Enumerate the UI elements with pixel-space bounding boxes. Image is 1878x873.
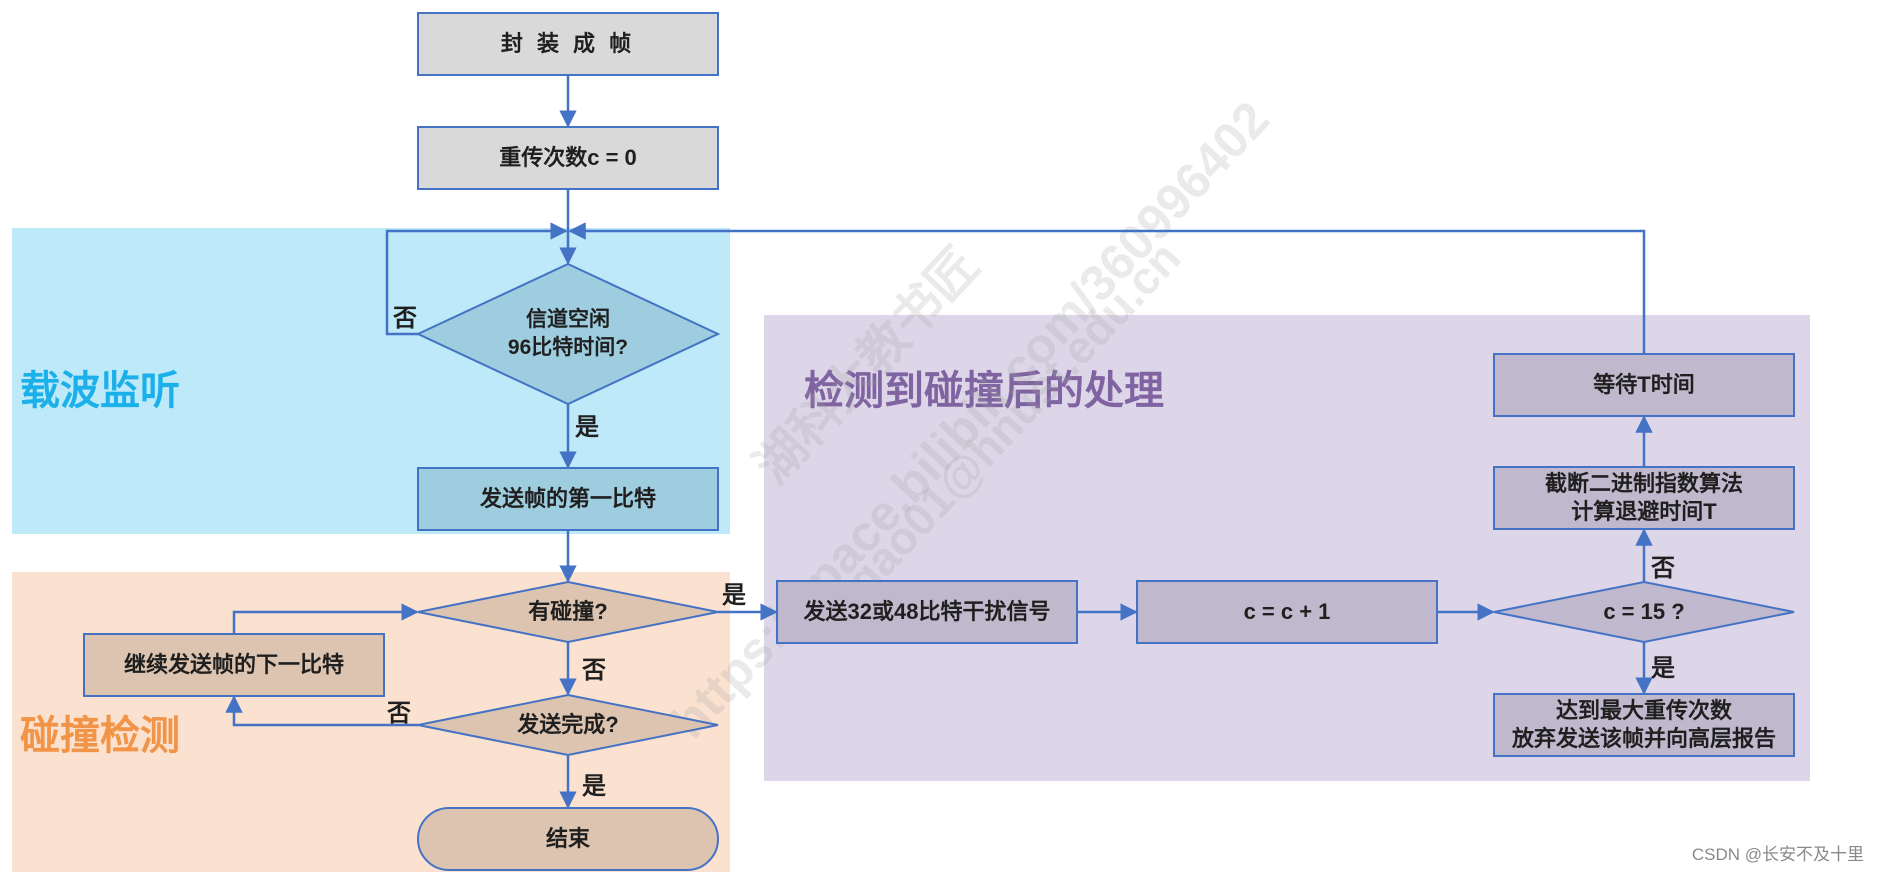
jam-signal-label: 发送32或48比特干扰信号: [803, 599, 1051, 624]
encapsulate-label: 封 装 成 帧: [500, 31, 636, 56]
edge-label-max-no: 否: [1651, 555, 1675, 582]
edge-label-max-yes: 是: [1651, 655, 1675, 682]
encapsulate-box: [417, 12, 719, 76]
backoff-calc-line-1: 截断二进制指数算法: [1544, 471, 1743, 496]
jam-signal-node: 发送32或48比特干扰信号: [777, 581, 1077, 643]
increment-label: c = c + 1: [1243, 599, 1331, 624]
arrow-done-no: [225, 695, 418, 727]
edge-label-collision-no: 否: [582, 657, 606, 684]
post-collision-title: 检测到碰撞后的处理: [804, 369, 1164, 413]
continue-send-box: [83, 633, 385, 697]
arrow-wait-back-to-idle: [568, 222, 1646, 354]
end-label: 结束: [545, 826, 590, 851]
max-check-node: c = 15 ?: [1494, 597, 1794, 627]
wait-t-label: 等待T时间: [1593, 372, 1695, 397]
edge-label-idle-yes: 是: [575, 414, 599, 441]
give-up-line-2: 放弃发送该帧并向高层报告: [1511, 726, 1776, 751]
backoff-calc-node: 截断二进制指数算法 计算退避时间T: [1494, 467, 1794, 529]
init-counter-label: 重传次数c = 0: [499, 145, 637, 170]
end-node: 结束: [418, 808, 718, 870]
backoff-calc-box: [1493, 466, 1795, 530]
source-credit: CSDN @长安不及十里: [1691, 845, 1864, 864]
arrow-idle-no-loop: [385, 222, 568, 336]
arrow-continue-to-collision: [232, 603, 419, 634]
collision-check-label: 有碰撞?: [528, 599, 608, 624]
edge-label-done-no: 否: [387, 700, 411, 727]
send-first-bit-label: 发送帧的第一比特: [479, 486, 656, 511]
increment-box: [1136, 580, 1438, 644]
jam-signal-box: [776, 580, 1078, 644]
edge-label-idle-no: 否: [393, 305, 417, 332]
channel-idle-line-1: 信道空闲: [526, 308, 610, 331]
wait-t-box: [1493, 353, 1795, 417]
continue-send-label: 继续发送帧的下一比特: [123, 652, 344, 677]
collision-check-node: 有碰撞?: [418, 597, 718, 627]
send-done-node: 发送完成?: [418, 710, 718, 740]
give-up-node: 达到最大重传次数 放弃发送该帧并向高层报告: [1494, 694, 1794, 756]
carrier-sense-title: 载波监听: [20, 369, 180, 413]
send-first-bit-node: 发送帧的第一比特: [418, 468, 718, 530]
max-check-label: c = 15 ?: [1603, 599, 1685, 624]
increment-node: c = c + 1: [1137, 581, 1437, 643]
channel-idle-node: 信道空闲 96比特时间?: [418, 292, 718, 376]
init-counter-node: 重传次数c = 0: [418, 127, 718, 189]
collision-detect-title: 碰撞检测: [20, 714, 180, 758]
backoff-calc-line-2: 计算退避时间T: [1571, 499, 1717, 524]
continue-send-node: 继续发送帧的下一比特: [84, 634, 384, 696]
edge-label-done-yes: 是: [582, 773, 606, 800]
give-up-line-1: 达到最大重传次数: [1555, 698, 1732, 723]
wait-t-node: 等待T时间: [1494, 354, 1794, 416]
encapsulate-node: 封 装 成 帧: [418, 13, 718, 75]
send-done-label: 发送完成?: [517, 712, 619, 737]
edge-label-collision-yes: 是: [722, 582, 746, 609]
channel-idle-line-2: 96比特时间?: [507, 336, 629, 359]
